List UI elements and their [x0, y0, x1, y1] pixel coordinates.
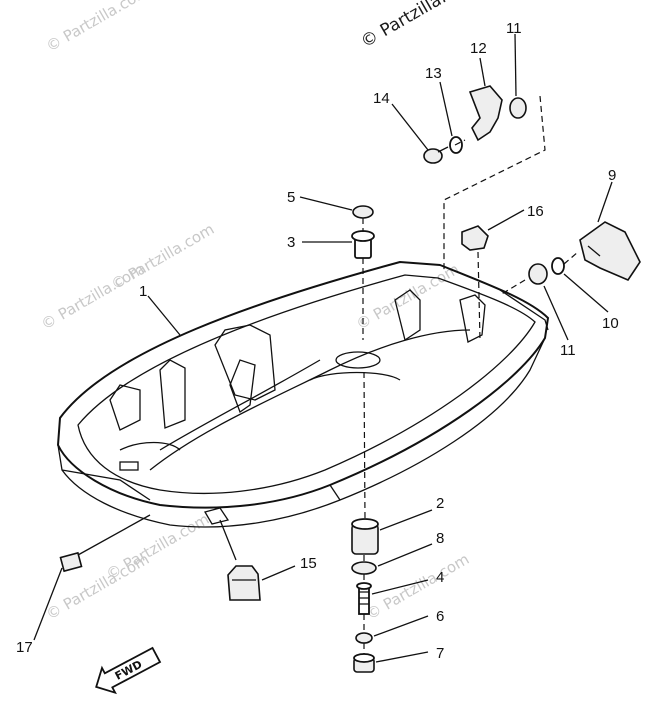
callout-13: 13: [425, 65, 442, 82]
part-11a: [509, 97, 527, 119]
part-15: [227, 565, 261, 601]
part-3: [351, 230, 375, 259]
callout-11b: 11: [560, 342, 576, 359]
callout-16: 16: [527, 203, 544, 220]
bottom-cowling: [56, 260, 550, 528]
callout-3: 3: [287, 234, 295, 251]
callout-10: 10: [602, 315, 619, 332]
callout-8: 8: [436, 530, 444, 547]
watermark-main: © Partzilla.com: [358, 0, 482, 52]
part-16: [461, 225, 489, 251]
part-10: [551, 257, 565, 275]
watermark-faint: © Partzilla.com: [43, 550, 152, 623]
callout-1: 1: [139, 283, 147, 300]
part-14: [423, 146, 449, 164]
callout-2: 2: [436, 495, 444, 512]
part-6: [355, 632, 373, 644]
watermark-faint: © Partzilla.com: [108, 220, 217, 293]
part-11b: [528, 263, 548, 285]
callout-11a: 11: [506, 20, 522, 37]
callout-9: 9: [608, 167, 616, 184]
part-7: [353, 653, 375, 673]
watermark-faint: © Partzilla.com: [363, 550, 472, 623]
callout-7: 7: [436, 645, 444, 662]
callout-5: 5: [287, 189, 295, 206]
part-12: [468, 85, 503, 142]
part-9: [579, 221, 641, 281]
part-8: [351, 561, 377, 575]
callout-6: 6: [436, 608, 444, 625]
part-4: [356, 582, 372, 615]
part-5: [352, 205, 374, 219]
watermark-faint: © Partzilla.com: [43, 0, 152, 55]
callout-14: 14: [373, 90, 390, 107]
callout-4: 4: [436, 569, 444, 586]
part-2: [351, 518, 379, 555]
fwd-arrow: FWD: [95, 646, 162, 695]
callout-17: 17: [16, 639, 33, 656]
callout-12: 12: [470, 40, 487, 57]
part-17: [59, 551, 83, 573]
callout-15: 15: [300, 555, 317, 572]
